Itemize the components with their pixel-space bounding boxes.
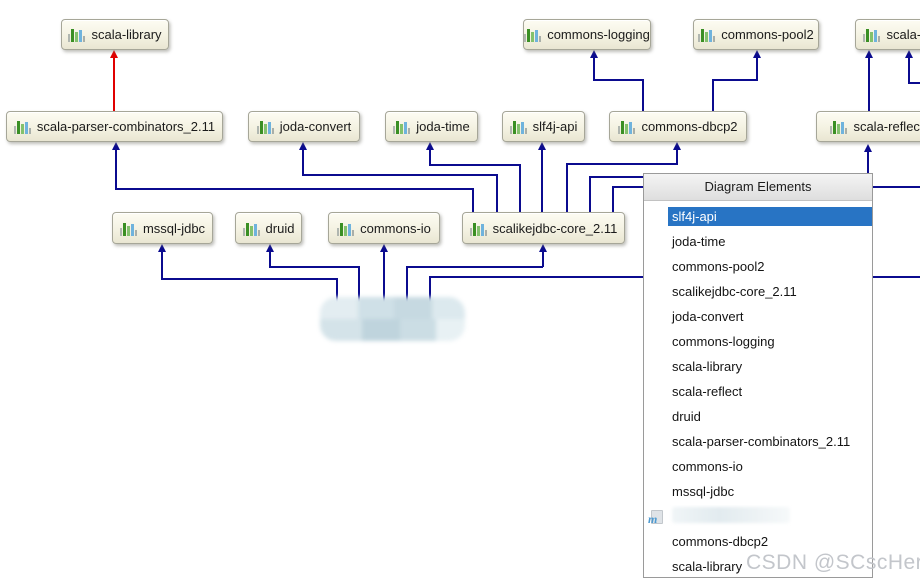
node-label: scala-reflect — [853, 119, 920, 134]
node-scala-library-top-right[interactable]: scala-library — [855, 19, 920, 50]
maven-module-icon: m — [648, 509, 668, 526]
node-commons-logging[interactable]: commons-logging — [523, 19, 651, 50]
diagram-elements-popup: Diagram Elements slf4j-api joda-time com… — [643, 173, 873, 578]
library-icon — [242, 220, 261, 236]
popup-item-commons-pool2[interactable]: commons-pool2 — [672, 259, 765, 274]
popup-item-joda-time[interactable]: joda-time — [672, 234, 726, 249]
library-icon — [469, 220, 488, 236]
node-label: commons-logging — [547, 27, 650, 42]
node-label: commons-io — [360, 220, 431, 236]
library-icon — [119, 220, 138, 236]
node-label: scala-library — [91, 27, 162, 42]
node-scalikejdbc-core[interactable]: scalikejdbc-core_2.11 — [462, 212, 625, 244]
node-label: druid — [265, 220, 295, 236]
node-label: joda-convert — [279, 119, 352, 134]
popup-item-mssql-jdbc[interactable]: mssql-jdbc — [672, 484, 735, 499]
node-label: scalikejdbc-core_2.11 — [492, 220, 618, 236]
popup-item-druid[interactable]: druid — [672, 409, 701, 424]
popup-item-slf4j-api[interactable]: slf4j-api — [644, 204, 872, 229]
node-slf4j-api[interactable]: slf4j-api — [502, 111, 585, 142]
library-icon — [509, 119, 528, 134]
node-joda-time[interactable]: joda-time — [385, 111, 478, 142]
popup-item-commons-io[interactable]: commons-io — [672, 459, 743, 474]
node-label: scala-library — [886, 27, 920, 42]
node-scala-library-top[interactable]: scala-library — [61, 19, 169, 50]
library-icon — [863, 27, 882, 42]
node-root-project-redacted[interactable] — [320, 297, 465, 341]
redacted-text-blur — [672, 507, 790, 523]
popup-item-joda-convert[interactable]: joda-convert — [672, 309, 744, 324]
node-label: commons-dbcp2 — [641, 119, 738, 134]
csdn-watermark: CSDN @SCscHero — [746, 551, 920, 574]
popup-item-root-project-redacted[interactable]: m — [644, 504, 872, 529]
library-icon — [698, 27, 717, 42]
node-commons-pool2[interactable]: commons-pool2 — [693, 19, 819, 50]
node-label: slf4j-api — [532, 119, 578, 134]
library-icon — [830, 119, 849, 134]
node-druid[interactable]: druid — [235, 212, 302, 244]
popup-item-commons-logging[interactable]: commons-logging — [672, 334, 775, 349]
popup-title: Diagram Elements — [644, 174, 872, 201]
library-icon — [256, 119, 275, 134]
node-scala-reflect[interactable]: scala-reflect — [816, 111, 920, 142]
node-mssql-jdbc[interactable]: mssql-jdbc — [112, 212, 213, 244]
popup-item-list: slf4j-api joda-time commons-pool2 scalik… — [644, 201, 872, 579]
node-label: mssql-jdbc — [142, 220, 206, 236]
popup-item-commons-dbcp2[interactable]: commons-dbcp2 — [672, 534, 769, 549]
node-label: scala-parser-combinators_2.11 — [36, 119, 216, 134]
popup-item-scala-library-2[interactable]: scala-library — [672, 559, 743, 574]
library-icon — [524, 27, 543, 42]
library-icon — [337, 220, 356, 236]
popup-item-scala-reflect[interactable]: scala-reflect — [672, 384, 743, 399]
node-commons-dbcp2[interactable]: commons-dbcp2 — [609, 111, 747, 142]
popup-item-scala-parser-combinators[interactable]: scala-parser-combinators_2.11 — [672, 434, 851, 449]
library-icon — [13, 119, 32, 134]
popup-item-scala-library[interactable]: scala-library — [672, 359, 743, 374]
node-joda-convert[interactable]: joda-convert — [248, 111, 360, 142]
library-icon — [618, 119, 637, 134]
popup-item-scalikejdbc-core[interactable]: scalikejdbc-core_2.11 — [672, 284, 797, 299]
node-label: joda-time — [416, 119, 470, 134]
node-scala-parser-combinators[interactable]: scala-parser-combinators_2.11 — [6, 111, 223, 142]
node-label: commons-pool2 — [721, 27, 814, 42]
library-icon — [68, 27, 87, 42]
library-icon — [393, 119, 412, 134]
node-commons-io[interactable]: commons-io — [328, 212, 440, 244]
